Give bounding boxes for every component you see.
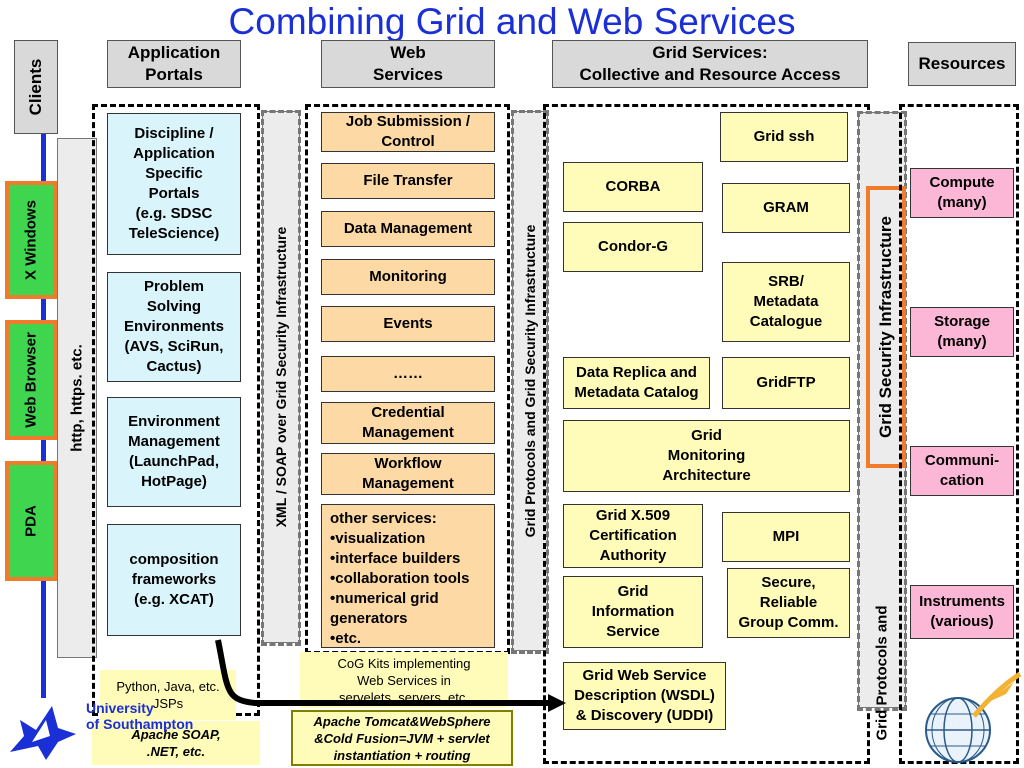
gs-secure-group-comm: Secure, Reliable Group Comm.	[727, 568, 850, 638]
gs-x509-authority: Grid X.509 Certification Authority	[563, 504, 703, 568]
gs-data-replica: Data Replica and Metadata Catalog	[563, 357, 710, 409]
note-apache-tomcat: Apache Tomcat&WebSphere &Cold Fusion=JVM…	[291, 710, 513, 766]
portal-composition-frameworks: composition frameworks (e.g. XCAT)	[107, 524, 241, 636]
ws-credential-management: Credential Management	[321, 402, 495, 444]
resource-compute: Compute (many)	[910, 168, 1014, 218]
portal-environment-management: Environment Management (LaunchPad, HotPa…	[107, 397, 241, 507]
header-application-portals: Application Portals	[107, 40, 241, 88]
resource-storage: Storage (many)	[910, 307, 1014, 357]
ws-file-transfer: File Transfer	[321, 163, 495, 199]
header-clients: Clients	[14, 40, 58, 134]
logo-text: University of Southampton	[86, 700, 194, 732]
university-logo-icon	[2, 698, 82, 768]
ws-job-submission: Job Submission / Control	[321, 112, 495, 152]
gs-srb-metadata: SRB/ Metadata Catalogue	[722, 262, 850, 342]
header-web-services: Web Services	[321, 40, 495, 88]
gsi-highlight-box: Grid Security Infrastructure	[866, 186, 906, 468]
resource-communication: Communi- cation	[910, 446, 1014, 496]
note-python-java: Python, Java, etc. JSPs	[100, 670, 236, 720]
page-title: Combining Grid and Web Services	[228, 1, 796, 42]
gs-condor-g: Condor-G	[563, 222, 703, 272]
gs-corba: CORBA	[563, 162, 703, 212]
ws-events: Events	[321, 306, 495, 342]
gs-gram: GRAM	[722, 183, 850, 233]
resource-instruments: Instruments (various)	[910, 585, 1014, 639]
gs-gridftp: GridFTP	[722, 357, 850, 409]
portal-discipline: Discipline / Application Specific Portal…	[107, 113, 241, 255]
ws-other-services: other services: •visualization •interfac…	[321, 504, 495, 648]
ws-workflow-management: Workflow Management	[321, 453, 495, 495]
http-protocol-bar: http, https. etc.	[57, 138, 97, 658]
grid-protocols-bar: Grid Protocols and Grid Security Infrast…	[511, 110, 549, 654]
gs-monitoring-architecture: Grid Monitoring Architecture	[563, 420, 850, 492]
ws-data-management: Data Management	[321, 211, 495, 247]
gs-wsdl-uddi: Grid Web Service Description (WSDL) & Di…	[563, 662, 726, 730]
xml-soap-bar: XML / SOAP over Grid Security Infrastruc…	[261, 110, 301, 646]
note-apache-soap: Apache SOAP, .NET, etc.	[92, 721, 260, 765]
client-web-browser[interactable]: Web Browser	[5, 320, 57, 440]
header-resources: Resources	[908, 42, 1016, 86]
header-grid-services: Grid Services: Collective and Resource A…	[552, 40, 868, 88]
gs-information-service: Grid Information Service	[563, 576, 703, 648]
globe-plane-icon	[925, 671, 1022, 763]
portal-problem-solving: Problem Solving Environments (AVS, SciRu…	[107, 272, 241, 382]
client-pda[interactable]: PDA	[5, 461, 57, 581]
gs-grid-ssh: Grid ssh	[720, 112, 848, 162]
ws-monitoring: Monitoring	[321, 259, 495, 295]
note-cog-kits: CoG Kits implementing Web Services in se…	[300, 652, 508, 708]
ws-ellipsis: ……	[321, 356, 495, 392]
gs-mpi: MPI	[722, 512, 850, 562]
client-x-windows[interactable]: X Windows	[5, 181, 57, 299]
